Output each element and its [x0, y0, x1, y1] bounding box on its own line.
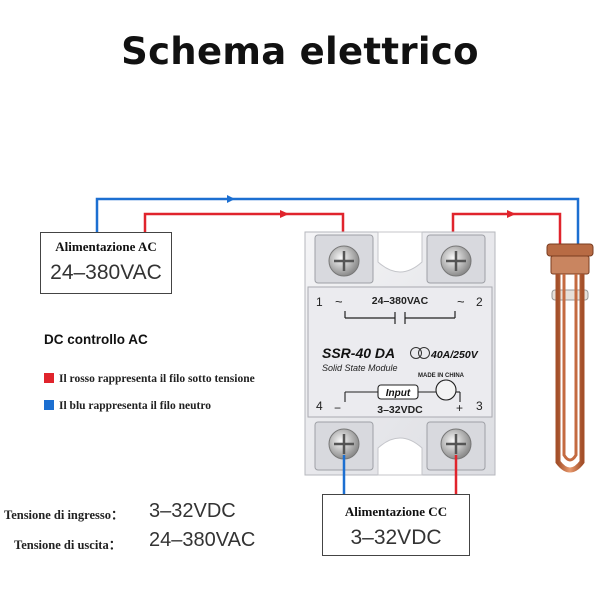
made-in-label: MADE IN CHINA	[418, 373, 465, 379]
legend-red-text: Il rosso rappresenta il filo sotto tensi…	[59, 373, 255, 385]
tilde-left: ~	[335, 294, 343, 309]
led-indicator-icon	[435, 379, 457, 401]
ssr-relay: 1 ~ 24–380VAC ~ 2 SSR-40 DA 40A/250V Sol…	[304, 231, 496, 476]
screw-terminal-1	[328, 245, 360, 277]
cc-supply-box: Alimentazione CC 3–32VDC	[322, 494, 470, 556]
input-voltage-label: Tensione di ingresso：	[4, 508, 124, 522]
screw-terminal-3	[440, 428, 472, 460]
tilde-right: ~	[457, 294, 465, 309]
dc-control-title: DC controllo AC	[44, 332, 148, 347]
page-title: Schema elettrico	[121, 30, 479, 73]
screw-terminal-4	[328, 428, 360, 460]
legend-blue-text: Il blu rappresenta il filo neutro	[59, 400, 211, 412]
input-voltage-value: 3–32VDC	[149, 500, 236, 522]
cc-supply-value: 3–32VDC	[350, 526, 442, 549]
ce-mark-icon	[410, 347, 430, 359]
ac-range-label: 24–380VAC	[372, 295, 429, 307]
plus-label: +	[456, 401, 463, 415]
minus-label: −	[334, 401, 341, 415]
live-arrow-icon	[507, 210, 516, 218]
red-swatch-icon	[44, 373, 54, 383]
live-arrow-icon	[280, 210, 289, 218]
output-voltage-value: 24–380VAC	[149, 529, 256, 551]
subtitle-label: Solid State Module	[322, 363, 398, 373]
heater-element	[546, 243, 594, 473]
legend-blue: Il blu rappresenta il filo neutro	[44, 400, 211, 412]
terminal-3-label: 3	[476, 399, 483, 413]
terminal-2-label: 2	[476, 295, 483, 309]
neutral-wire-top	[95, 195, 580, 247]
input-symbol	[344, 379, 461, 402]
screw-terminal-2	[440, 245, 472, 277]
ac-supply-label: Alimentazione AC	[55, 239, 157, 254]
dc-range-label: 3–32VDC	[377, 404, 423, 416]
output-voltage-label: Tensione di uscita：	[14, 538, 122, 552]
legend-red: Il rosso rappresenta il filo sotto tensi…	[44, 373, 255, 385]
rating-label: 40A/250V	[430, 349, 479, 361]
blue-swatch-icon	[44, 400, 54, 410]
model-label: SSR-40 DA	[322, 345, 395, 361]
terminal-4-label: 4	[316, 399, 323, 413]
terminal-1-label: 1	[316, 295, 323, 309]
neutral-arrow-icon	[227, 195, 235, 203]
ac-supply-box: Alimentazione AC 24–380VAC	[40, 232, 172, 294]
cc-supply-label: Alimentazione CC	[344, 504, 448, 519]
contact-symbol	[344, 311, 456, 324]
ac-supply-value: 24–380VAC	[50, 261, 162, 284]
input-label: Input	[386, 388, 411, 399]
